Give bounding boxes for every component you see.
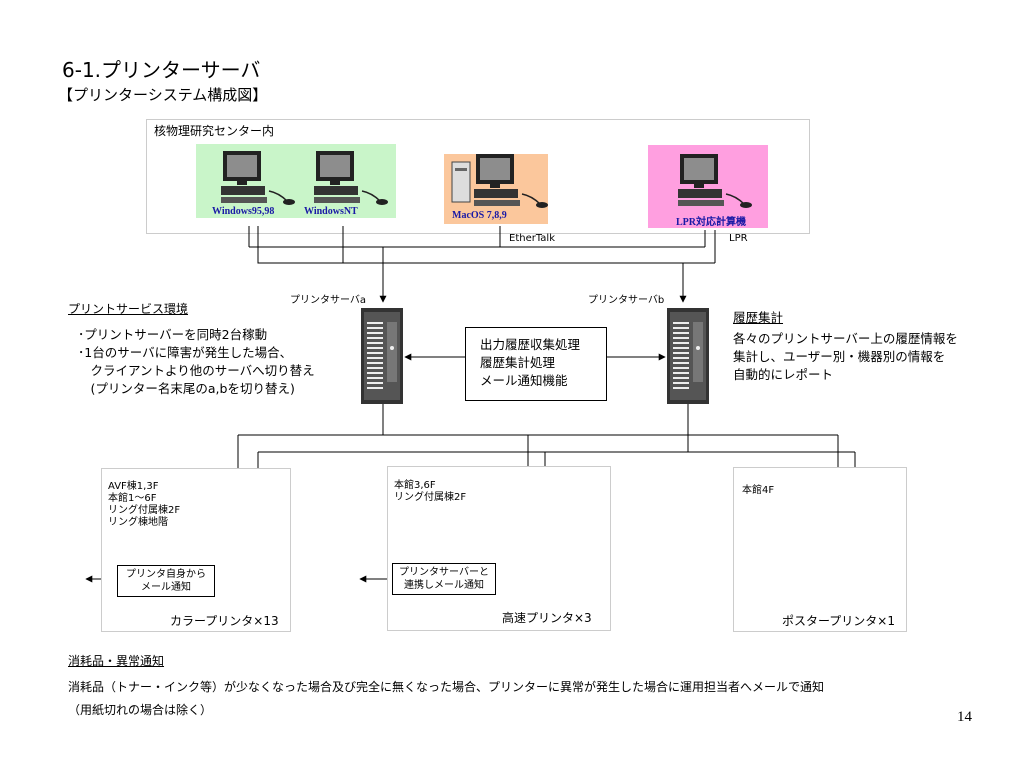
notify-line: メール通知 — [141, 582, 191, 593]
process-line-3: メール通知機能 — [480, 373, 568, 388]
research-center-label: 核物理研究センター内 — [154, 124, 275, 138]
notify-line: プリンタサーバーと — [399, 567, 489, 578]
print-service-line-2: ･1台のサーバに障害が発生した場合、 — [78, 345, 293, 360]
notify-line: 連携しメール通知 — [404, 580, 484, 591]
client-label-macos: MacOS 7,8,9 — [452, 210, 507, 221]
windows95-pc-icon — [220, 150, 296, 206]
history-line-3: 自動的にレポート — [733, 367, 834, 382]
page-title: 6-1.プリンターサーバ — [62, 58, 261, 82]
high-speed-printer-caption: 高速プリンタ×3 — [502, 611, 592, 625]
client-label-win9x: Windows95,98 — [212, 206, 275, 217]
server-a-label: プリンタサーバa — [290, 295, 367, 306]
page-subtitle: 【プリンターシステム構成図】 — [58, 86, 268, 104]
color-printer-locations: AVF棟1,3F 本館1～6F リング付属棟2F リング棟地階 — [108, 481, 180, 529]
notify-line: プリンタ自身から — [126, 569, 206, 580]
lpr-label: LPR — [729, 233, 748, 244]
client-label-winnt: WindowsNT — [304, 206, 358, 217]
location-line: AVF棟1,3F — [108, 481, 159, 492]
ethertalk-label: EtherTalk — [509, 233, 555, 244]
print-service-heading: プリントサービス環境 — [68, 302, 189, 316]
page-number: 14 — [957, 709, 972, 725]
location-line: リング棟地階 — [108, 517, 168, 528]
print-service-line-4: (プリンター名末尾のa,bを切り替え) — [78, 381, 295, 396]
poster-printer-caption: ポスタープリンタ×1 — [782, 614, 895, 628]
consumables-text-1: 消耗品（トナー・インク等）が少なくなった場合及び完全に無くなった場合、プリンター… — [68, 680, 825, 694]
printer-server-a-icon — [361, 308, 403, 404]
lpr-computer-icon — [677, 153, 753, 209]
high-speed-printer-box — [387, 466, 611, 631]
history-heading: 履歴集計 — [733, 310, 784, 325]
process-box: 出力履歴収集処理 履歴集計処理 メール通知機能 — [465, 327, 607, 401]
history-line-2: 集計し、ユーザー別・機器別の情報を — [733, 349, 946, 364]
macos-pc-icon — [451, 153, 549, 209]
color-printer-notify-box: プリンタ自身から メール通知 — [117, 565, 215, 597]
high-speed-printer-locations: 本館3,6F リング付属棟2F — [394, 480, 466, 504]
location-line: 本館3,6F — [394, 480, 436, 491]
history-line-1: 各々のプリントサーバー上の履歴情報を — [733, 331, 958, 346]
windowsnt-pc-icon — [313, 150, 389, 206]
location-line: リング付属棟2F — [394, 492, 467, 503]
print-service-text: ･プリントサーバーを同時2台稼動 ･1台のサーバに障害が発生した場合、 クライア… — [78, 326, 315, 398]
history-text: 各々のプリントサーバー上の履歴情報を 集計し、ユーザー別・機器別の情報を 自動的… — [733, 330, 958, 384]
consumables-text-2: （用紙切れの場合は除く） — [68, 703, 213, 717]
location-line: リング付属棟2F — [108, 505, 181, 516]
color-printer-box — [101, 468, 291, 632]
poster-printer-box — [733, 467, 907, 632]
printer-server-b-icon — [667, 308, 709, 404]
high-speed-printer-notify-box: プリンタサーバーと 連携しメール通知 — [392, 563, 496, 595]
server-b-label: プリンタサーバb — [588, 295, 665, 306]
color-printer-caption: カラープリンタ×13 — [170, 614, 279, 628]
location-line: 本館1～6F — [108, 493, 157, 504]
process-line-1: 出力履歴収集処理 — [480, 337, 581, 352]
consumables-heading: 消耗品・異常通知 — [68, 654, 165, 668]
client-label-lpr: LPR対応計算機 — [676, 217, 746, 228]
process-line-2: 履歴集計処理 — [480, 355, 556, 370]
poster-printer-location: 本館4F — [742, 485, 775, 496]
print-service-line-1: ･プリントサーバーを同時2台稼動 — [78, 327, 268, 342]
print-service-line-3: クライアントより他のサーバへ切り替え — [78, 363, 315, 378]
